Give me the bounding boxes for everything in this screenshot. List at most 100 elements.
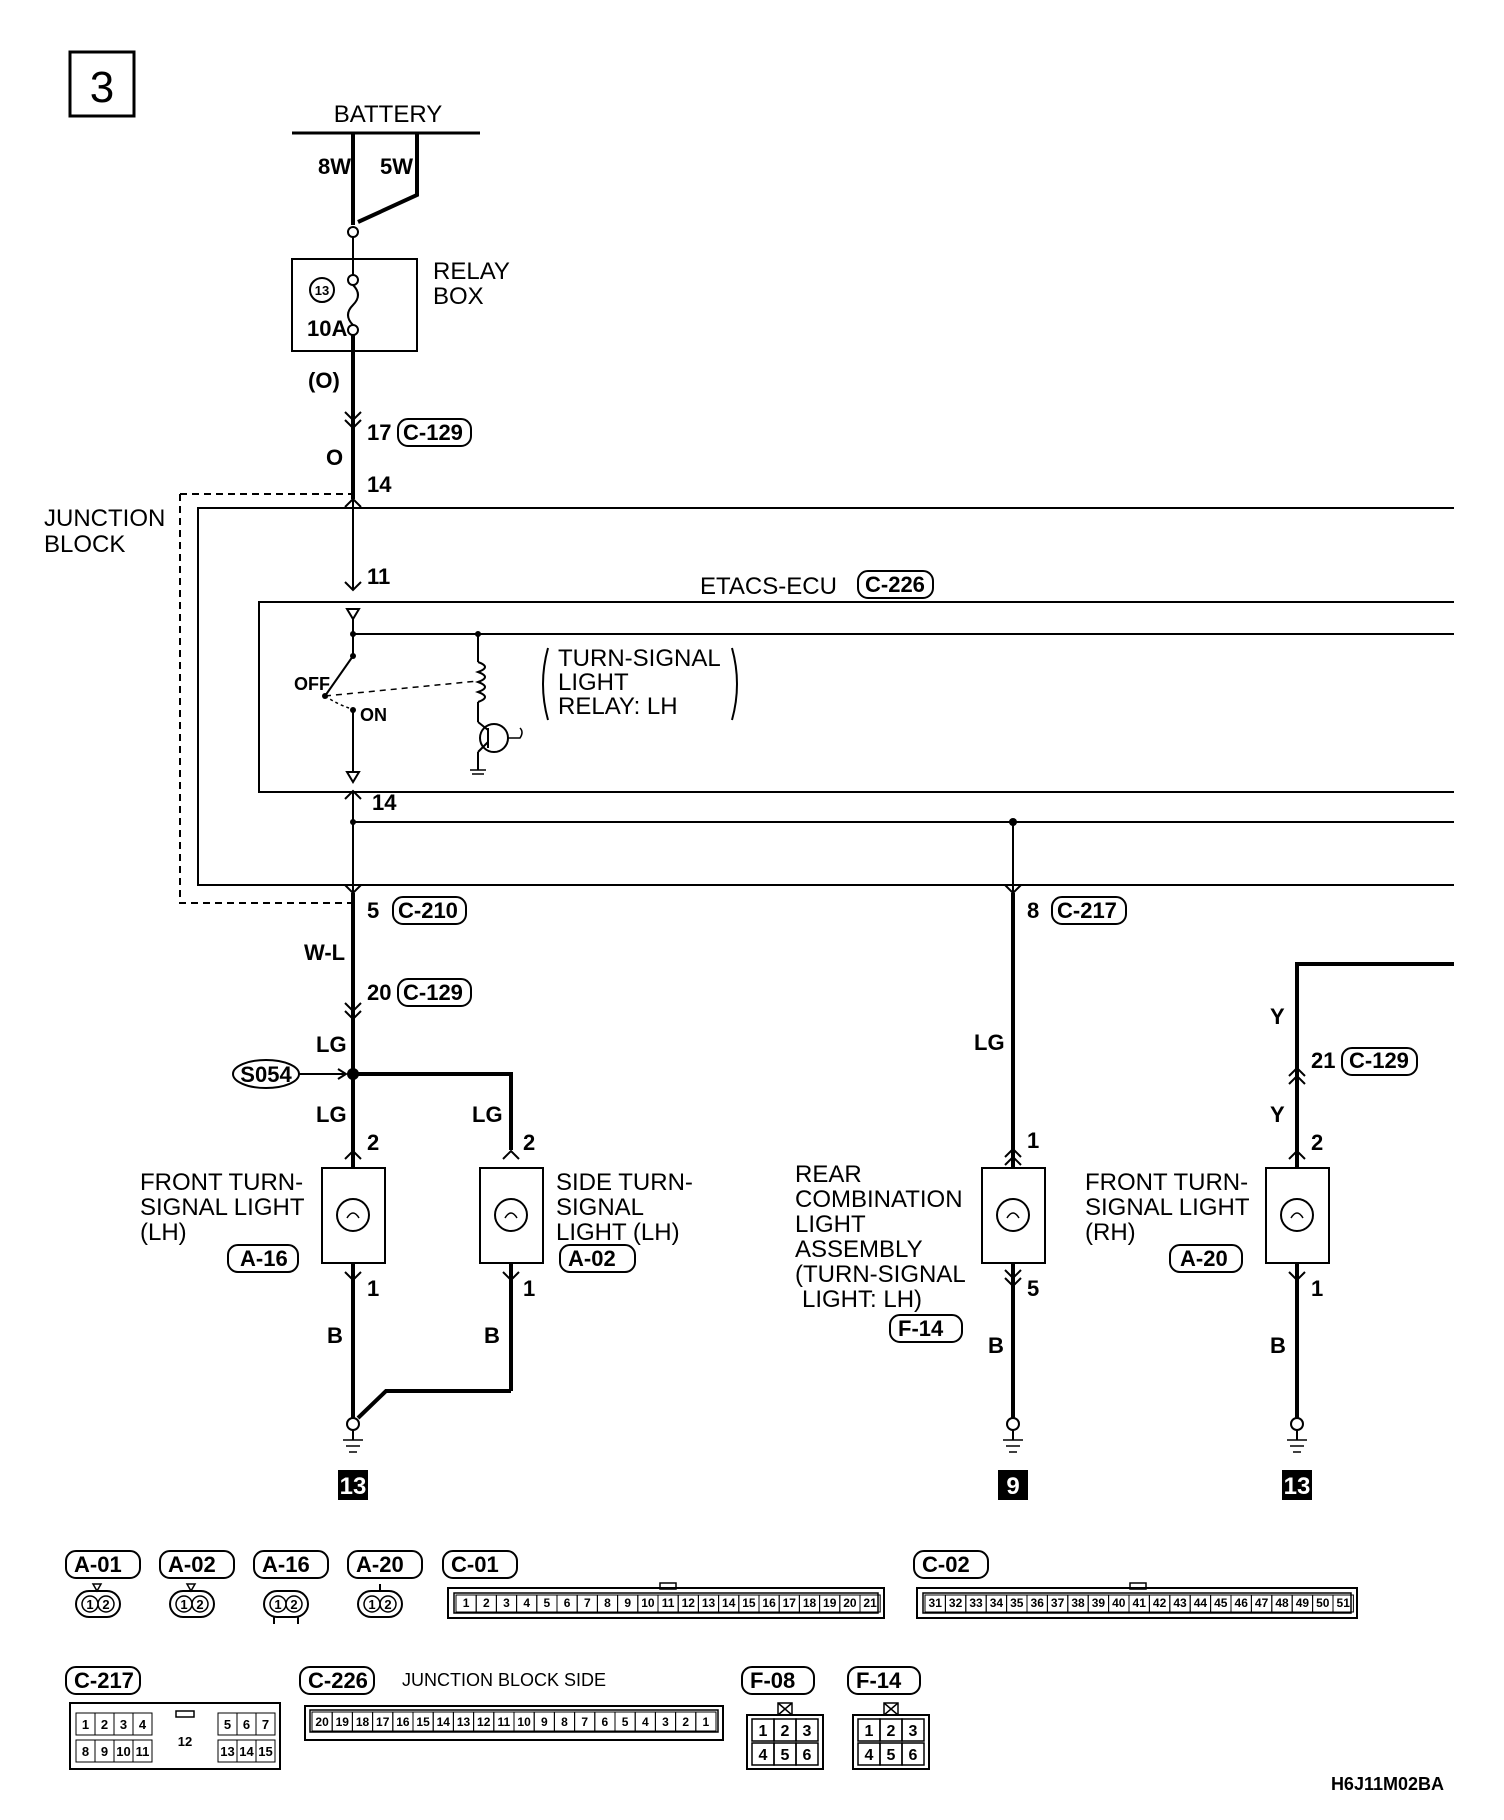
connector-pin-cell (859, 1594, 881, 1613)
front-lh-pin-bot: 1 (367, 1276, 379, 1301)
connector-pin-label: 51 (1337, 1596, 1351, 1610)
front-rh-pin-top: 2 (1311, 1130, 1323, 1155)
rear-label-2: COMBINATION (795, 1186, 963, 1213)
connector-c129-a: C-129 (403, 420, 463, 445)
connector-pin-label: 4 (642, 1715, 649, 1729)
connector-pin-label: 1 (865, 1723, 874, 1740)
connector-c210: C-210 (398, 898, 458, 923)
connector-pin-label: 4 (865, 1747, 874, 1764)
connector-pin-label: 3 (662, 1715, 669, 1729)
connector-pin-label: 10 (517, 1715, 531, 1729)
connector-pin-label: 20 (315, 1715, 329, 1729)
connector-pin-label: 19 (823, 1596, 837, 1610)
connector-pin-label: 43 (1173, 1596, 1187, 1610)
side-lh-label-3: LIGHT (LH) (556, 1219, 680, 1246)
connector-pin-label: 6 (243, 1717, 250, 1732)
svg-text:1: 1 (274, 1597, 281, 1612)
connector-pin-label: 47 (1255, 1596, 1269, 1610)
connector-pin-label: 46 (1235, 1596, 1249, 1610)
wire-color-lg-1: LG (316, 1032, 347, 1057)
svg-text:2: 2 (196, 1597, 203, 1612)
connector-pin-label: 16 (762, 1596, 776, 1610)
junction-block-label-2: BLOCK (44, 531, 125, 558)
connector-pin-label: 3 (503, 1596, 510, 1610)
connector-pin-label: 49 (1296, 1596, 1310, 1610)
connector-pin-label: 8 (82, 1744, 89, 1759)
connector-pin-label: 7 (581, 1715, 588, 1729)
rear-combination-light (981, 1167, 1046, 1264)
connector-pin-label: 11 (136, 1744, 150, 1759)
side-lh-label-1: SIDE TURN- (556, 1169, 693, 1196)
connector-pin-label: 3 (120, 1717, 127, 1732)
connector-pin-label: 1 (759, 1723, 768, 1740)
two-pin-connector-a16: 1 2 (263, 1590, 309, 1624)
ground-9 (998, 1470, 1028, 1500)
connector-a02: A-02 (568, 1246, 616, 1271)
front-lh-label-1: FRONT TURN- (140, 1169, 303, 1196)
legend-a16: A-16 (262, 1552, 310, 1577)
connector-c217: C-217 (1057, 898, 1117, 923)
front-rh-label-3: (RH) (1085, 1219, 1136, 1246)
fuse-number: 13 (315, 283, 329, 298)
pin-20: 20 (367, 980, 391, 1005)
connector-pin-label: 39 (1092, 1596, 1106, 1610)
connector-pin-label: 15 (416, 1715, 430, 1729)
svg-text:2: 2 (102, 1597, 109, 1612)
connector-pin-label: 5 (622, 1715, 629, 1729)
connector-pin-label: 2 (682, 1715, 689, 1729)
relay-text-3: RELAY: LH (558, 693, 678, 720)
two-pin-connector-a20: 1 2 (357, 1584, 403, 1618)
wire-color-b-1: B (327, 1323, 343, 1348)
rear-label-4: ASSEMBLY (795, 1236, 923, 1263)
connector-pin-label: 37 (1051, 1596, 1065, 1610)
legend-junction-side: JUNCTION BLOCK SIDE (402, 1670, 606, 1690)
pin-21: 21 (1311, 1048, 1335, 1073)
connector-pin-label: 35 (1010, 1596, 1024, 1610)
connector-pin-label: 33 (969, 1596, 983, 1610)
connector-pin-label: 2 (483, 1596, 490, 1610)
front-rh-label-2: SIGNAL LIGHT (1085, 1194, 1250, 1221)
splice-label: S054 (240, 1062, 292, 1087)
connector-pin-label: 21 (863, 1596, 877, 1610)
connector-f14: F-14 (898, 1316, 944, 1341)
connector-pin-label: 36 (1031, 1596, 1045, 1610)
junction-block-label-1: JUNCTION (44, 505, 165, 532)
connector-pin-label: 42 (1153, 1596, 1167, 1610)
connector-a20: A-20 (1180, 1246, 1228, 1271)
wire-color-y-2: Y (1270, 1102, 1285, 1127)
ecu-label: ETACS-ECU (700, 573, 837, 600)
page-number: 3 (90, 63, 114, 112)
wire-color-lg-3: LG (472, 1102, 503, 1127)
front-rh-pin-bot: 1 (1311, 1276, 1323, 1301)
wire-color-b-3: B (988, 1333, 1004, 1358)
rear-label-6: LIGHT: LH) (802, 1286, 922, 1313)
ground-13-right-label: 13 (1284, 1473, 1311, 1500)
connector-pin-label: 5 (887, 1747, 896, 1764)
connector-pin-label: 13 (220, 1744, 234, 1759)
connector-pin-label: 10 (641, 1596, 655, 1610)
side-pin-top: 2 (523, 1130, 535, 1155)
drawing-code: H6J11M02BA (1331, 1774, 1444, 1794)
connector-pin-label: 13 (702, 1596, 716, 1610)
connector-pin-label: 5 (781, 1747, 790, 1764)
connector-pin-label: 17 (783, 1596, 797, 1610)
legend-a20: A-20 (356, 1552, 404, 1577)
svg-text:12: 12 (178, 1734, 192, 1749)
connector-pin-label: 17 (376, 1715, 390, 1729)
connector-pin-label: 32 (949, 1596, 963, 1610)
connector-pin-cell (255, 1739, 276, 1763)
connector-pin-label: 38 (1071, 1596, 1085, 1610)
connector-pin-label: 15 (742, 1596, 756, 1610)
connector-pin-label: 48 (1275, 1596, 1289, 1610)
connector-pin-label: 12 (682, 1596, 696, 1610)
legend-f14: F-14 (856, 1668, 902, 1693)
connector-pin-label: 6 (602, 1715, 609, 1729)
svg-text:2: 2 (290, 1597, 297, 1612)
relay-box-label-2: BOX (433, 283, 484, 310)
connector-pin-label: 19 (336, 1715, 350, 1729)
